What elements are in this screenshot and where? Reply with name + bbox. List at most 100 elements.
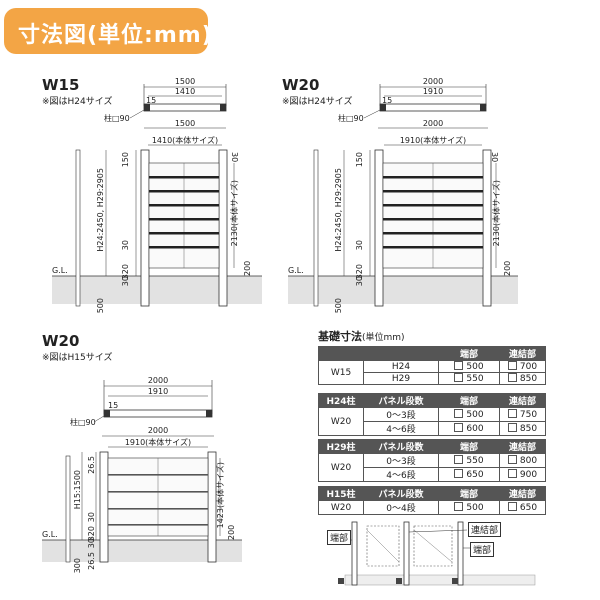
table-header-cell: パネル段数 — [363, 439, 439, 454]
w20a-gl: G.L. — [288, 266, 304, 275]
section-heading-w20-h24: W20 — [282, 76, 320, 94]
w20b-dim-26b: 26.5 — [87, 552, 96, 570]
w15-top-gap: 30 — [230, 152, 239, 162]
table-row: W20 0〜3段 500 750 — [318, 407, 546, 436]
table-header-cell: 連結部 — [499, 486, 546, 501]
w15-gl: G.L. — [52, 266, 68, 275]
legend-end-label: 端部 — [327, 530, 352, 545]
table-header-cell: H29柱 — [318, 439, 364, 454]
table-cell-joint: 750 — [499, 407, 546, 422]
foundation-title-text: 基礎寸法 — [318, 330, 362, 343]
w20a-dim-150: 150 — [355, 152, 364, 167]
w20b-front-overall: 2000 — [148, 426, 168, 435]
w15-dim-30b: 30 — [121, 276, 130, 286]
table-cell-end: 500 — [438, 500, 500, 515]
table-row-label: W20 — [318, 500, 364, 515]
table-cell-size: H24 — [363, 360, 439, 373]
w15-dim-150: 150 — [121, 152, 130, 167]
w20a-top-depth: 15 — [382, 96, 392, 105]
w20a-top-view: 2000 1910 15 柱□90 — [338, 77, 487, 123]
w20a-body-height: 2130(本体サイズ) — [491, 180, 501, 246]
table-header-row: H24柱 パネル段数 端部 連結部 — [318, 393, 546, 408]
table-cell-size: 0〜3段 — [363, 407, 439, 422]
w15-front-overall: 1500 — [175, 119, 195, 128]
page-title-badge: 寸法図(単位:mm) — [4, 8, 212, 54]
table-cell-size: 4〜6段 — [363, 421, 439, 436]
w20a-front-view: 2000 1910(本体サイズ) 30 G.L. 150 30 320 30 H… — [288, 119, 518, 313]
w20a-ground-clear: 200 — [503, 261, 512, 276]
table-row-label: W15 — [318, 360, 364, 385]
w20a-embed: 500 — [334, 298, 343, 313]
w20a-front-inner: 1910(本体サイズ) — [400, 135, 466, 145]
w15-front-view: 1500 1410(本体サイズ) 30 G.L. 150 30 320 30 H… — [52, 119, 262, 313]
table-header-cell — [363, 346, 439, 361]
table-header-cell: 連結部 — [499, 393, 546, 408]
w15-front-inner: 1410(本体サイズ) — [152, 135, 218, 145]
w20b-embed: 300 — [73, 558, 82, 573]
table-row: W20 0〜4段 500 650 — [318, 500, 546, 515]
foundation-table-w20-h29: H29柱 パネル段数 端部 連結部 W20 0〜3段 550 800 4〜6段 … — [318, 439, 546, 482]
table-header-cell: パネル段数 — [363, 393, 439, 408]
table-cell-end: 550 — [438, 372, 500, 385]
table-cell-size: 0〜3段 — [363, 453, 439, 468]
table-header-cell: 端部 — [438, 393, 500, 408]
table-header-cell: 端部 — [438, 486, 500, 501]
w15-top-depth: 15 — [146, 96, 156, 105]
legend-joint-label: 連結部 — [468, 522, 502, 537]
w20a-top-overall: 2000 — [423, 77, 443, 86]
w20b-dim-30b: 30 — [87, 538, 96, 548]
w15-body-height: 2130(本体サイズ) — [229, 180, 239, 246]
table-header-cell: H24柱 — [318, 393, 364, 408]
table-row: W15 H24 500 700 — [318, 360, 546, 385]
w20b-body-height: 1423(本体サイズ) — [215, 462, 225, 528]
table-cell-joint: 800 — [499, 453, 546, 468]
table-cell-end: 500 — [438, 360, 500, 373]
table-header-cell: 端部 — [438, 346, 500, 361]
section-note-w20-h24: ※図はH24サイズ — [282, 97, 353, 107]
page-title: 寸法図(単位:mm) — [18, 23, 213, 48]
w20b-dim-26a: 26.5 — [87, 456, 96, 474]
table-header-cell: 連結部 — [499, 346, 546, 361]
table-cell-size: 4〜6段 — [363, 467, 439, 482]
w15-dim-30a: 30 — [121, 240, 130, 250]
table-row: 4〜6段 650 900 — [319, 467, 546, 482]
section-note-w15: ※図はH24サイズ — [42, 97, 113, 107]
table-header-row: H29柱 パネル段数 端部 連結部 — [318, 439, 546, 454]
w15-embed: 500 — [96, 298, 105, 313]
table-cell-end: 650 — [438, 467, 500, 482]
table-header-row: H15柱 パネル段数 端部 連結部 — [318, 486, 546, 501]
w20a-h-total: H24:2450, H29:2905 — [334, 168, 343, 252]
section-heading-w20-h15: W20 — [42, 332, 80, 350]
table-row: H29 550 850 — [319, 372, 546, 385]
w15-top-overall: 1500 — [175, 77, 195, 86]
table-row: 4〜6段 600 850 — [319, 421, 546, 436]
w15-h-total: H24:2450, H29:2905 — [96, 168, 105, 252]
w20b-ground-clear: 200 — [227, 525, 236, 540]
w20b-gl: G.L. — [42, 530, 58, 539]
section-heading-w15: W15 — [42, 76, 80, 94]
w20b-top-view: 2000 1910 15 柱□90 — [70, 376, 213, 427]
w20b-front-view: 2000 1910(本体サイズ) G.L. 26.5 30 320 30 26.… — [42, 426, 242, 573]
table-cell-end: 500 — [438, 407, 500, 422]
w20b-post-label: 柱□90 — [70, 417, 96, 427]
w15-top-inner: 1410 — [175, 87, 195, 96]
w20b-top-inner: 1910 — [148, 387, 168, 396]
table-cell-joint: 850 — [499, 372, 546, 385]
w20b-front-inner: 1910(本体サイズ) — [125, 437, 191, 447]
table-row-label: W20 — [318, 407, 364, 436]
w20b-dim-320: 320 — [87, 526, 96, 541]
table-cell-joint: 650 — [499, 500, 546, 515]
table-header-cell: H15柱 — [318, 486, 364, 501]
w20a-front-overall: 2000 — [423, 119, 443, 128]
w20b-top-overall: 2000 — [148, 376, 168, 385]
table-header-cell: 端部 — [438, 439, 500, 454]
table-cell-size: 0〜4段 — [363, 500, 439, 515]
table-cell-joint: 850 — [499, 421, 546, 436]
w20a-dim-320: 320 — [355, 264, 364, 279]
foundation-sketch — [338, 521, 536, 586]
table-header-cell — [318, 346, 364, 361]
w20b-h-total: H15:1500 — [73, 470, 82, 509]
w15-ground-clear: 200 — [243, 261, 252, 276]
w20a-dim-30a: 30 — [355, 240, 364, 250]
section-note-w20-h15: ※図はH15サイズ — [42, 353, 113, 363]
